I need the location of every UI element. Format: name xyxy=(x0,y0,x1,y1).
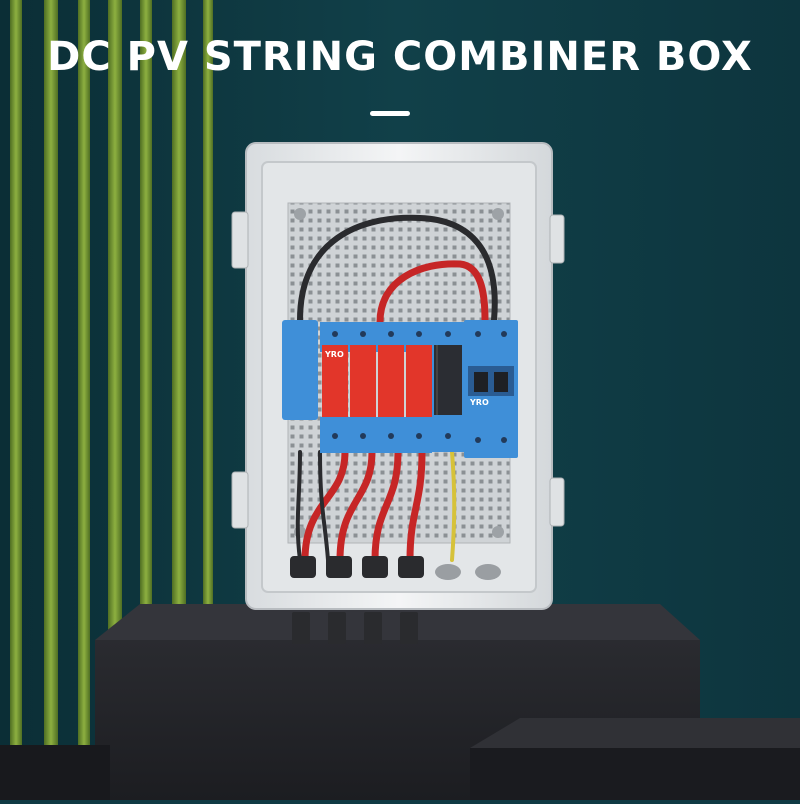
mcb-module xyxy=(464,320,518,458)
cables xyxy=(295,214,498,564)
green-stripes xyxy=(10,0,213,800)
page-title: DC PV STRING COMBINER BOX xyxy=(47,34,753,80)
pv-connectors xyxy=(292,612,418,644)
spd-brand-label: YRO xyxy=(325,350,344,359)
mcb-brand-label: YRO xyxy=(470,398,489,407)
cable-glands xyxy=(290,556,501,580)
din-rail-modules xyxy=(282,320,518,458)
title-underline xyxy=(370,111,410,116)
pedestals xyxy=(0,604,800,800)
spd-modules xyxy=(320,322,432,453)
